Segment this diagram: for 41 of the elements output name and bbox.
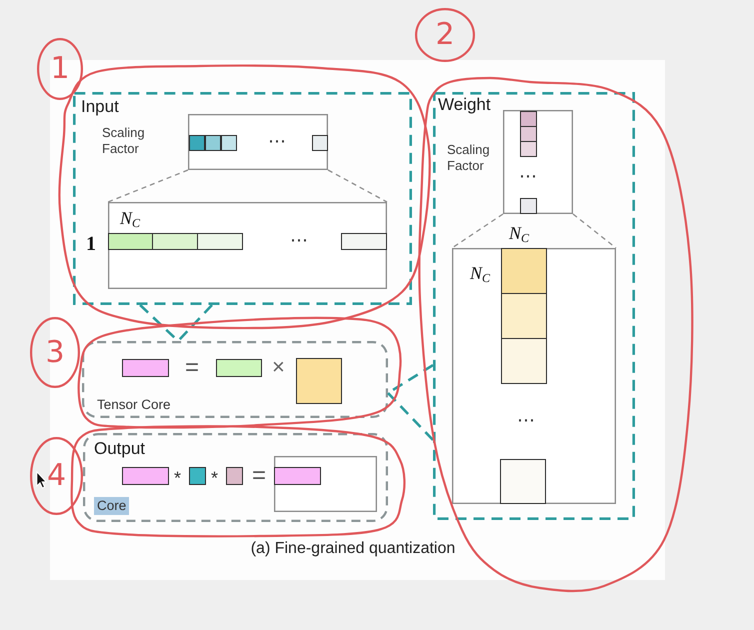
scaling-factor-box: [188, 114, 328, 170]
panel-title: Input: [81, 98, 119, 115]
callout-pointer-line: [386, 364, 434, 442]
annotation-number: 4: [46, 461, 66, 491]
weight-panel: [433, 92, 635, 520]
ellipsis-dots: ⋯: [290, 232, 308, 250]
dimension-symbol: N$_{C}$: [509, 224, 530, 242]
figure-caption: (a) Fine-grained quantization: [250, 541, 456, 557]
row-count-label: 1: [86, 234, 96, 254]
scaling-factor-label: Scaling Factor: [102, 125, 146, 157]
annotation-number: 1: [50, 54, 70, 84]
multiply-sign: *: [174, 469, 182, 487]
hand-drawn-circle: [415, 8, 475, 62]
annotation-number: 2: [435, 20, 455, 50]
zoom-guide-line: [108, 169, 188, 203]
scaling-factor-label: Scaling Factor: [447, 142, 491, 174]
hand-drawn-circle: [30, 437, 83, 515]
equals-sign: =: [185, 356, 200, 380]
callout-pointer-line: [138, 304, 214, 342]
output-panel: [83, 433, 388, 522]
unit-label: Core: [94, 497, 130, 514]
ellipsis-dots: ⋯: [268, 133, 286, 151]
input-panel: [73, 92, 412, 305]
zoom-guide-line: [328, 169, 388, 203]
hand-drawn-circle: [30, 317, 80, 388]
dimension-symbol: N$_{C}$: [470, 264, 490, 282]
multiply-sign: *: [211, 469, 218, 487]
zoom-guide-line: [452, 213, 504, 249]
dimension-symbol: N$_{C}$: [120, 209, 140, 227]
result-box: [274, 456, 377, 512]
annotation-number: 3: [45, 338, 65, 368]
ellipsis-dots: ⋯: [519, 168, 537, 186]
ellipsis-dots: ⋯: [517, 412, 535, 430]
equals-sign: =: [252, 464, 266, 488]
tensor-core-panel: [82, 341, 388, 418]
hand-drawn-circle: [37, 38, 83, 100]
unit-label: Tensor Core: [97, 398, 171, 412]
zoom-guide-line: [572, 214, 616, 248]
multiply-sign: ×: [272, 356, 285, 378]
panel-title: Weight: [438, 96, 491, 113]
panel-title: Output: [94, 440, 146, 457]
